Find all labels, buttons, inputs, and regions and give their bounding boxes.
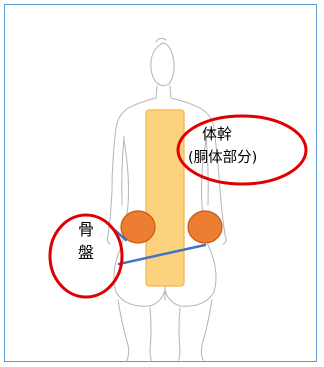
trunk-region xyxy=(145,109,185,287)
pelvis-right-marker xyxy=(187,210,223,244)
human-back-silhouette-icon xyxy=(106,37,227,363)
pelvis-label-line1: 骨 xyxy=(78,220,95,239)
trunk-sublabel: (胴体部分) xyxy=(188,150,258,166)
trunk-callout-ellipse xyxy=(176,114,308,186)
pelvis-label-line2: 盤 xyxy=(78,243,95,262)
pelvis-pointer-line-lower xyxy=(117,243,207,266)
pelvis-left-marker xyxy=(120,210,156,244)
trunk-label: 体幹 xyxy=(202,125,233,143)
pelvis-callout-ellipse xyxy=(48,213,124,299)
